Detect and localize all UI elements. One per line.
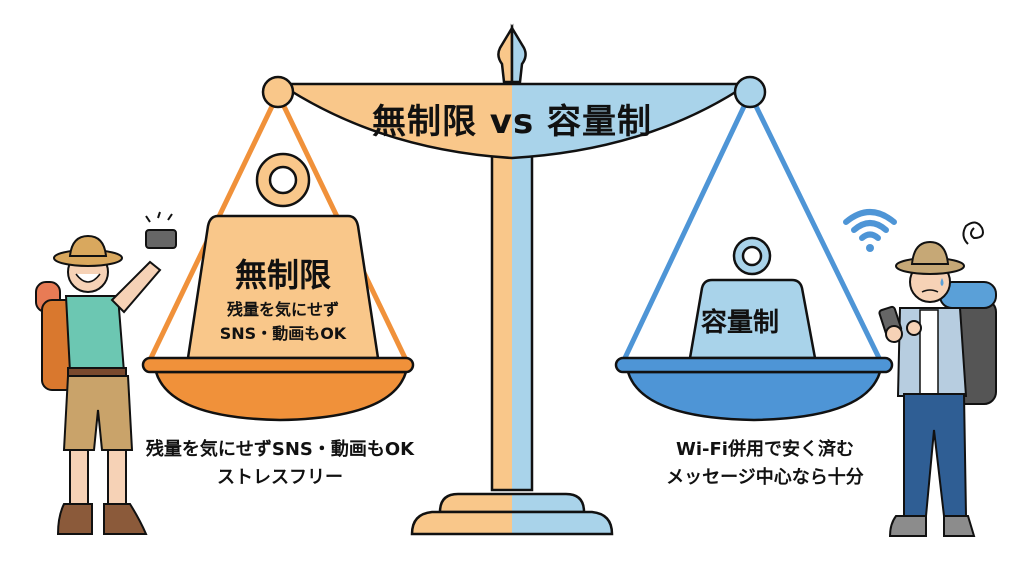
worried-traveler-icon	[878, 240, 997, 537]
happy-traveler-icon	[35, 211, 177, 535]
right-pivot	[733, 75, 767, 109]
right-pan-strings	[621, 96, 883, 362]
page-title: 無制限 vs 容量制	[371, 102, 653, 142]
scale-finial	[497, 23, 527, 84]
right-weight	[688, 236, 817, 360]
left-weight-label: 無制限	[234, 256, 331, 294]
left-caption-line2: ストレスフリー	[217, 467, 343, 488]
right-caption: Wi-Fi併用で安く済む メッセージ中心なら十分	[620, 436, 910, 492]
left-weight-sub: 残量を気にせず SNS・動画もOK	[178, 298, 388, 346]
scale-pillar	[490, 138, 534, 492]
right-weight-label: 容量制	[700, 308, 779, 338]
right-caption-line1: Wi-Fi併用で安く済む	[676, 439, 854, 460]
scale-base	[410, 492, 614, 536]
scale-beam	[275, 82, 753, 160]
right-caption-line2: メッセージ中心なら十分	[666, 467, 864, 488]
left-weight-sub-line2: SNS・動画もOK	[219, 324, 347, 343]
left-weight-sub-line1: 残量を気にせず	[226, 300, 339, 319]
left-pan	[141, 356, 415, 422]
left-caption: 残量を気にせずSNS・動画もOK ストレスフリー	[120, 436, 440, 492]
right-pan	[614, 356, 894, 422]
wifi-icon	[843, 209, 897, 252]
left-caption-line1: 残量を気にせずSNS・動画もOK	[145, 439, 415, 460]
left-pivot	[261, 75, 295, 109]
swirl-icon	[962, 221, 984, 245]
